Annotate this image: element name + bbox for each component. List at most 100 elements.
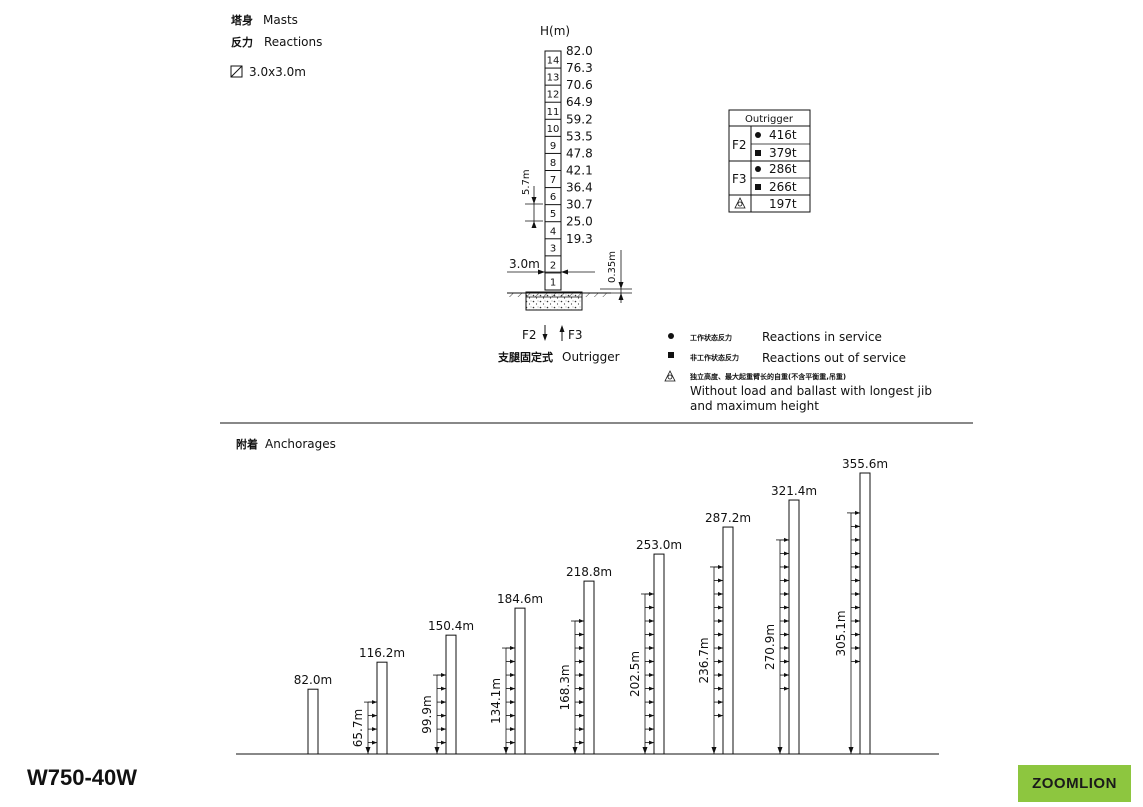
anchor-dimension-arrow: [777, 747, 783, 754]
ballast-icon: [734, 197, 746, 209]
dim-width: 3.0m: [507, 257, 595, 275]
brand-name: ZOOMLION: [1032, 775, 1117, 792]
anchorage-height-label: 134.1m: [489, 678, 503, 724]
anchorage-mast: [788, 499, 800, 755]
anchor-dimension-arrow: [503, 747, 509, 754]
mast-section-number: 6: [550, 192, 556, 203]
masts-label-en: Masts: [263, 13, 298, 27]
mast-section-number: 7: [550, 175, 556, 186]
anchor-tie-arrow: [579, 727, 584, 732]
anchorage-height-label: 65.7m: [351, 709, 365, 747]
height-axis-label: H(m): [540, 24, 570, 38]
anchor-tie-arrow: [855, 551, 860, 556]
legend-out-of-service-en: Reactions out of service: [762, 351, 906, 365]
anchor-tie-arrow: [372, 713, 377, 718]
anchor-tie-arrow: [579, 713, 584, 718]
anchor-tie-arrow: [718, 632, 723, 637]
anchorage-height-label: 168.3m: [558, 664, 572, 710]
anchor-tie-arrow: [718, 700, 723, 705]
ballast-icon: [664, 370, 676, 382]
anchor-tie-arrow: [784, 619, 789, 624]
legend-in-service-en: Reactions in service: [762, 330, 882, 344]
anchor-tie-arrow: [441, 727, 446, 732]
anchor-dimension-arrow: [434, 747, 440, 754]
anchorage-mast-height: 355.6m: [842, 457, 888, 471]
anchor-tie-arrow: [855, 632, 860, 637]
anchorage-mast-height: 116.2m: [359, 646, 405, 660]
anchor-tie-arrow: [372, 727, 377, 732]
anchorages-label-en: Anchorages: [265, 437, 336, 451]
anchor-tie-arrow: [855, 619, 860, 624]
anchor-tie-arrow: [579, 673, 584, 678]
anchorages-label-cn: 附着: [236, 437, 258, 451]
anchorage-mast: [583, 580, 595, 755]
anchor-dimension-arrow: [711, 747, 717, 754]
anchor-tie-arrow: [718, 591, 723, 596]
anchor-tie-arrow: [510, 713, 515, 718]
anchorage-mast: [376, 661, 388, 755]
anchor-tie-arrow: [579, 686, 584, 691]
anchor-tie-arrow: [784, 551, 789, 556]
mast-section-number: 8: [550, 158, 556, 169]
foundation: [507, 291, 611, 311]
anchorage-height-label: 270.9m: [763, 624, 777, 670]
anchor-tie-arrow: [718, 659, 723, 664]
legend: 工作状态反力 Reactions in service 非工作状态反力 Reac…: [664, 330, 932, 413]
anchor-tie-arrow: [510, 727, 515, 732]
anchor-tie-arrow: [649, 713, 654, 718]
anchor-tie-arrow: [510, 740, 515, 745]
anchor-tie-arrow: [579, 700, 584, 705]
mast-section-number: 12: [547, 90, 560, 101]
anchor-tie-arrow: [718, 713, 723, 718]
anchorage-mast-height: 321.4m: [771, 484, 817, 498]
anchorage-height-label: 236.7m: [697, 637, 711, 683]
legend-in-service-cn: 工作状态反力: [690, 333, 732, 342]
anchor-tie-arrow: [784, 686, 789, 691]
anchor-tie-arrow: [784, 673, 789, 678]
anchor-tie-arrow: [784, 591, 789, 596]
mast-section-number: 1: [550, 277, 556, 288]
mast-section-number: 14: [547, 56, 560, 67]
anchor-tie-arrow: [510, 646, 515, 651]
outrigger-group-f2: F2: [732, 138, 747, 152]
anchor-tie-arrow: [855, 659, 860, 664]
force-f3: F3: [559, 325, 583, 342]
anchor-tie-arrow: [649, 646, 654, 651]
anchor-tie-arrow: [718, 564, 723, 569]
anchor-tie-arrow: [441, 740, 446, 745]
in-service-icon: [755, 166, 761, 172]
anchor-tie-arrow: [784, 605, 789, 610]
outrigger-table-title: Outrigger: [745, 114, 794, 125]
mast-section-number: 2: [550, 260, 556, 271]
anchor-tie-arrow: [718, 619, 723, 624]
height-label: 42.1: [566, 164, 593, 178]
mast-section-number: 9: [550, 141, 556, 152]
mast-section-number: 4: [550, 226, 556, 237]
height-label: 76.3: [566, 61, 593, 75]
anchor-tie-arrow: [579, 619, 584, 624]
mast-section-size: 3.0x3.0m: [249, 65, 306, 79]
anchor-dimension-arrow: [848, 747, 854, 754]
legend-ballast-en-line2: and maximum height: [690, 399, 819, 413]
anchor-tie-arrow: [649, 605, 654, 610]
height-label: 25.0: [566, 215, 593, 229]
base-type-cn: 支腿固定式: [497, 350, 553, 364]
anchor-tie-arrow: [372, 740, 377, 745]
anchor-tie-arrow: [510, 686, 515, 691]
anchor-tie-arrow: [784, 646, 789, 651]
anchorage-mast-height: 287.2m: [705, 511, 751, 525]
anchor-tie-arrow: [718, 673, 723, 678]
anchorage-mast: [445, 634, 457, 755]
anchor-tie-arrow: [441, 713, 446, 718]
mast-section-number: 5: [550, 209, 556, 220]
height-label: 53.5: [566, 129, 593, 143]
anchor-tie-arrow: [855, 605, 860, 610]
anchor-tie-arrow: [649, 740, 654, 745]
anchorage-diagram: 82.0m116.2m65.7m150.4m99.9m184.6m134.1m2…: [294, 457, 888, 755]
anchor-tie-arrow: [855, 564, 860, 569]
f2-out-of-service-value: 379t: [769, 146, 797, 160]
dim-section-height-label: 5.7m: [521, 169, 532, 195]
out-of-service-icon: [755, 150, 761, 156]
